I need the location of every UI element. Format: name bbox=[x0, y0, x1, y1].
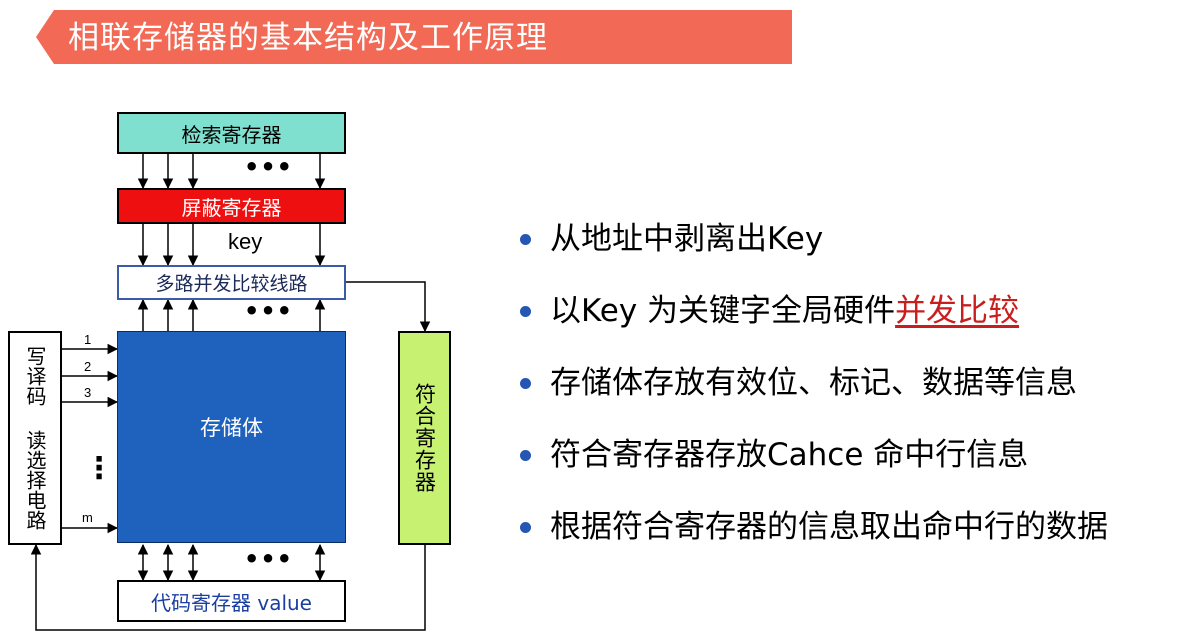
match-register-label: 符合寄存器 bbox=[412, 383, 437, 493]
bullet-list: 从地址中剥离出Key 以Key 为关键字全局硬件并发比较 存储体存放有效位、标记… bbox=[520, 212, 1108, 572]
bullet-text: 根据符合寄存器的信息取出命中行的数据 bbox=[550, 509, 1108, 545]
row-label-m: m bbox=[82, 510, 93, 525]
bullet-dot-icon bbox=[520, 306, 531, 317]
vertical-ellipsis: ⋮ bbox=[84, 451, 115, 486]
match-register: 符合寄存器 bbox=[398, 331, 451, 545]
ellipsis-dots: ••• bbox=[244, 297, 294, 325]
bullet-text: 符合寄存器存放Cahce 命中行信息 bbox=[550, 437, 1029, 473]
compare-circuit: 多路并发比较线路 bbox=[117, 265, 346, 300]
bullet-dot-icon bbox=[520, 378, 531, 389]
row-label-3: 3 bbox=[84, 385, 92, 400]
decoder-circuit: 写译码 读选择电路 bbox=[8, 331, 62, 545]
bullet-dot-icon bbox=[520, 234, 531, 245]
ellipsis-dots: ••• bbox=[244, 545, 294, 573]
key-label: key bbox=[228, 229, 263, 254]
bullet-item: 符合寄存器存放Cahce 命中行信息 bbox=[520, 428, 1108, 500]
bullet-item: 以Key 为关键字全局硬件并发比较 bbox=[520, 284, 1108, 356]
code-register: 代码寄存器 value bbox=[117, 580, 346, 622]
bullet-dot-icon bbox=[520, 522, 531, 533]
bullet-highlight: 并发比较 bbox=[895, 293, 1020, 329]
storage-body: 存储体 bbox=[117, 331, 346, 543]
search-register: 检索寄存器 bbox=[117, 112, 346, 154]
row-label-2: 2 bbox=[84, 359, 92, 374]
mask-register: 屏蔽寄存器 bbox=[117, 188, 346, 224]
bullet-item: 从地址中剥离出Key bbox=[520, 212, 1108, 284]
bullet-text: 存储体存放有效位、标记、数据等信息 bbox=[550, 365, 1077, 401]
title-banner bbox=[36, 10, 792, 64]
bullet-text: 以Key 为关键字全局硬件 bbox=[550, 293, 896, 329]
row-label-1: 1 bbox=[84, 332, 92, 347]
bullet-dot-icon bbox=[520, 450, 531, 461]
bullet-item: 存储体存放有效位、标记、数据等信息 bbox=[520, 356, 1108, 428]
bullet-item: 根据符合寄存器的信息取出命中行的数据 bbox=[520, 500, 1108, 572]
page-title: 相联存储器的基本结构及工作原理 bbox=[68, 20, 548, 56]
ellipsis-dots: ••• bbox=[244, 153, 294, 181]
arrow-match-decoder bbox=[30, 543, 426, 631]
arrow-compare-match bbox=[346, 281, 431, 333]
bullet-text: 从地址中剥离出Key bbox=[550, 221, 824, 257]
decoder-label: 写译码 读选择电路 bbox=[23, 346, 47, 530]
